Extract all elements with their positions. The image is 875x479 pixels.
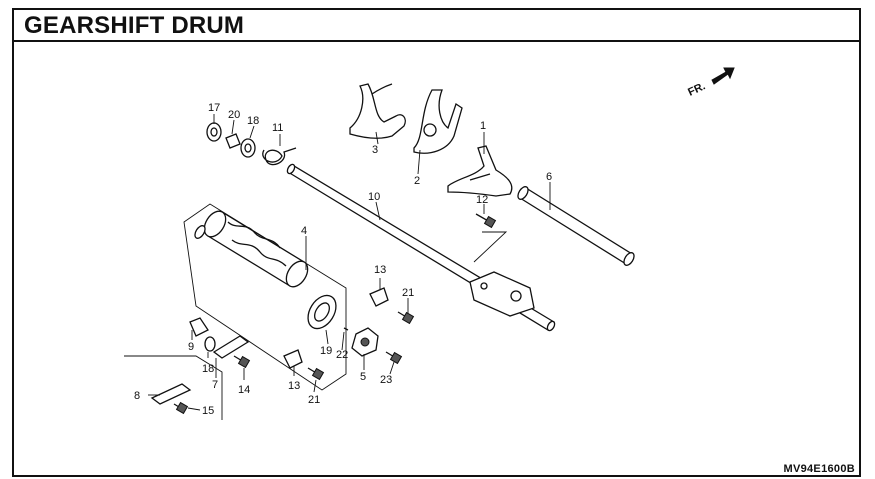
callout-11: 11 bbox=[272, 122, 283, 134]
title-bar: GEARSHIFT DRUM bbox=[14, 10, 859, 42]
callout-22: 22 bbox=[336, 349, 348, 361]
callout-4: 4 bbox=[301, 225, 307, 237]
callout-13-lower: 13 bbox=[288, 380, 300, 392]
washer-18-lower bbox=[204, 336, 216, 352]
bearing-19 bbox=[307, 294, 337, 330]
callout-18-upper: 18 bbox=[247, 115, 259, 127]
callout-17: 17 bbox=[208, 102, 220, 114]
bolt-15 bbox=[173, 401, 189, 415]
callout-2: 2 bbox=[414, 175, 420, 187]
callout-21-upper: 21 bbox=[402, 287, 414, 299]
shift-fork-1 bbox=[447, 145, 513, 197]
callout-10: 10 bbox=[368, 191, 380, 203]
bracket-leader bbox=[473, 231, 508, 263]
callout-13-upper: 13 bbox=[374, 264, 386, 276]
stopper-plate-13-upper bbox=[369, 287, 389, 307]
shift-arm-bracket bbox=[469, 271, 535, 317]
clip-20 bbox=[225, 133, 241, 149]
gearshift-drum bbox=[194, 210, 309, 288]
stopper-plate-13-lower bbox=[283, 349, 303, 369]
diagram-code: MV94E1600B bbox=[783, 463, 855, 475]
leader-lines bbox=[148, 114, 551, 411]
callout-5: 5 bbox=[360, 371, 366, 383]
diagram-frame bbox=[12, 8, 861, 477]
diagram-title: GEARSHIFT DRUM bbox=[24, 12, 245, 39]
callout-18-lower: 18 bbox=[202, 363, 214, 375]
front-direction-arrow: FR. bbox=[686, 67, 735, 99]
bolt-23 bbox=[385, 351, 403, 365]
washer-18-top-hole bbox=[244, 143, 252, 153]
stopper-arm-7 bbox=[212, 335, 250, 359]
short-shift-shaft bbox=[517, 186, 635, 266]
bolt-14 bbox=[233, 355, 251, 369]
washer-18-top bbox=[240, 138, 256, 158]
washer-17-hole bbox=[210, 127, 218, 137]
callout-14: 14 bbox=[238, 384, 250, 396]
shift-fork-3 bbox=[349, 83, 406, 139]
plate-8 bbox=[150, 383, 192, 405]
callout-6: 6 bbox=[546, 171, 552, 183]
callout-9: 9 bbox=[188, 341, 194, 353]
drum-center-5 bbox=[351, 327, 379, 357]
callouts: 1 2 3 4 5 6 7 8 9 10 11 12 13 13 14 15 1… bbox=[134, 102, 552, 417]
spring-11 bbox=[262, 147, 297, 166]
callout-20: 20 bbox=[228, 109, 240, 121]
shift-fork-2 bbox=[413, 89, 463, 154]
callout-1: 1 bbox=[480, 120, 486, 132]
callout-15: 15 bbox=[202, 405, 214, 417]
callout-7: 7 bbox=[212, 379, 218, 391]
callout-23: 23 bbox=[380, 374, 392, 386]
pin-22 bbox=[343, 327, 349, 331]
spring-9 bbox=[189, 317, 209, 337]
washer-17 bbox=[206, 122, 222, 142]
front-label: FR. bbox=[686, 80, 707, 98]
callout-21-lower: 21 bbox=[308, 394, 320, 406]
bolt-21-lower bbox=[307, 367, 325, 381]
callout-12: 12 bbox=[476, 194, 488, 206]
bolt-21-upper bbox=[397, 311, 415, 325]
callout-3: 3 bbox=[372, 144, 378, 156]
callout-19: 19 bbox=[320, 345, 332, 357]
drum-assembly-outline bbox=[183, 203, 347, 391]
sub-assembly-bracket bbox=[124, 355, 223, 420]
callout-8: 8 bbox=[134, 390, 140, 402]
bolt-12 bbox=[475, 213, 497, 229]
